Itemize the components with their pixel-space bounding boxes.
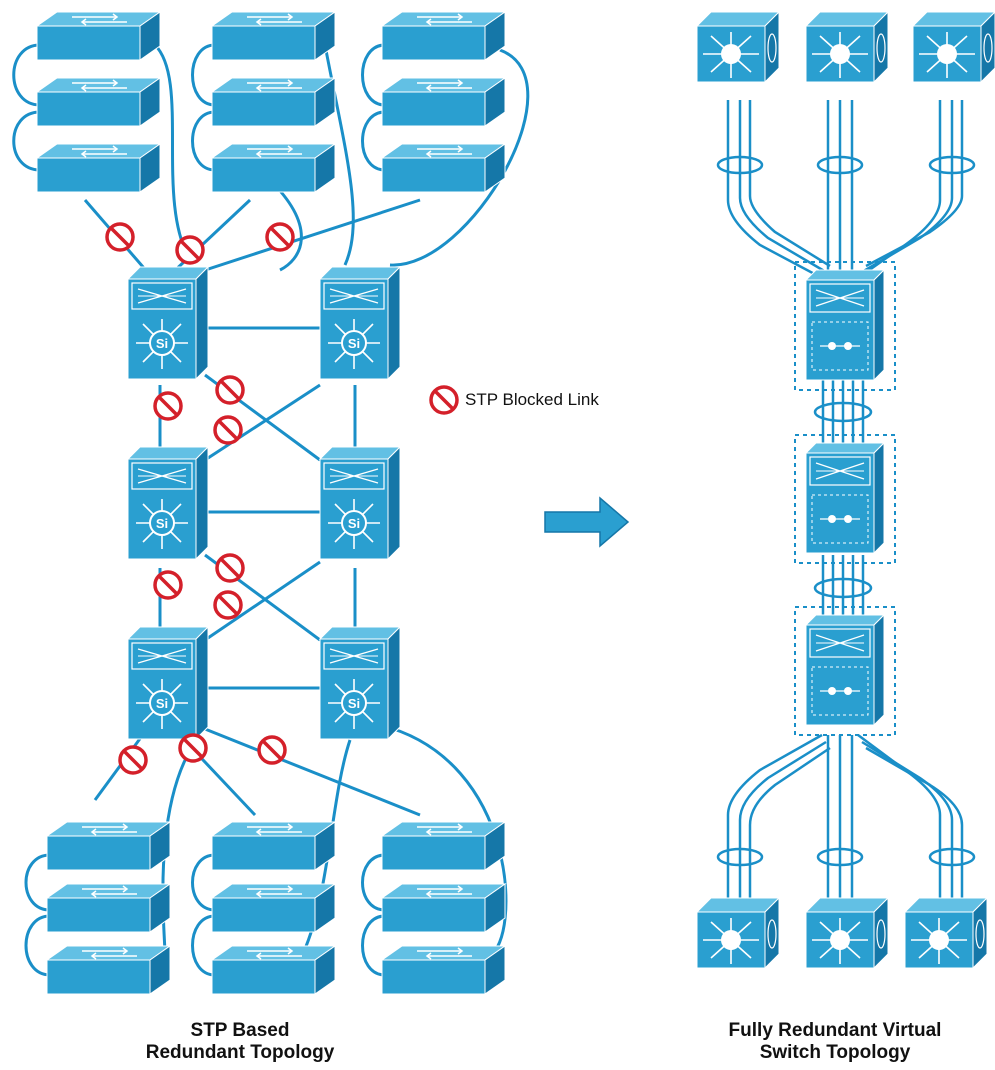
left-caption-line1: STP Based	[190, 1020, 290, 1041]
distribution-switch	[904, 897, 988, 969]
etherchannel-markers	[716, 155, 976, 867]
right-caption-line1: Fully Redundant Virtual	[728, 1020, 942, 1041]
distribution-switch	[805, 11, 889, 83]
access-switch	[381, 77, 506, 127]
right-caption-line2: Switch Topology	[759, 1042, 911, 1063]
virtual-switch-member	[805, 614, 885, 726]
distribution-switch	[805, 897, 889, 969]
access-switch	[381, 883, 506, 933]
access-switch	[36, 77, 161, 127]
core-switch	[127, 446, 209, 560]
vss-links	[726, 100, 964, 905]
access-switch	[211, 821, 336, 871]
distribution-switch	[696, 897, 780, 969]
blocked-link-icon	[213, 415, 243, 445]
virtual-switch-member	[805, 269, 885, 381]
legend-blocked-link-icon	[429, 385, 459, 415]
access-switch	[211, 11, 336, 61]
virtual-switch-topology	[696, 11, 995, 969]
right-caption: Fully Redundant Virtual Switch Topology	[690, 1020, 980, 1064]
distribution-switch	[912, 11, 995, 83]
access-switch	[381, 821, 506, 871]
blocked-link-icon	[257, 735, 287, 765]
stp-redundant-topology	[12, 11, 530, 995]
blocked-link-icon	[105, 222, 135, 252]
access-switch	[211, 945, 336, 995]
core-switch	[127, 626, 209, 740]
left-caption-line2: Redundant Topology	[145, 1042, 335, 1063]
access-switch	[36, 143, 161, 193]
access-switch	[211, 77, 336, 127]
distribution-switch	[696, 11, 780, 83]
virtual-switch-boundaries	[794, 261, 896, 736]
access-switch	[36, 11, 161, 61]
legend-label: STP Blocked Link	[465, 390, 599, 409]
access-switch	[381, 11, 506, 61]
core-switch	[319, 446, 401, 560]
blocked-link-icon	[118, 745, 148, 775]
access-switch	[381, 143, 506, 193]
core-switch	[319, 266, 401, 380]
blocked-link-icon	[178, 733, 208, 763]
blocked-link-icon	[175, 235, 205, 265]
blocked-link-icon	[213, 590, 243, 620]
right-arrow-icon	[544, 496, 630, 548]
blocked-link-icon	[153, 570, 183, 600]
access-switch	[46, 821, 171, 871]
left-caption: STP Based Redundant Topology	[140, 1020, 340, 1064]
blocked-link-icon	[215, 553, 245, 583]
access-switch	[381, 945, 506, 995]
access-switch	[211, 883, 336, 933]
core-switch	[127, 266, 209, 380]
virtual-switch-member	[805, 442, 885, 554]
blocked-link-icon	[265, 222, 295, 252]
access-switch	[211, 143, 336, 193]
access-switch	[46, 883, 171, 933]
access-switch	[46, 945, 171, 995]
blocked-link-icon	[215, 375, 245, 405]
blocked-link-icon	[153, 391, 183, 421]
core-switch	[319, 626, 401, 740]
